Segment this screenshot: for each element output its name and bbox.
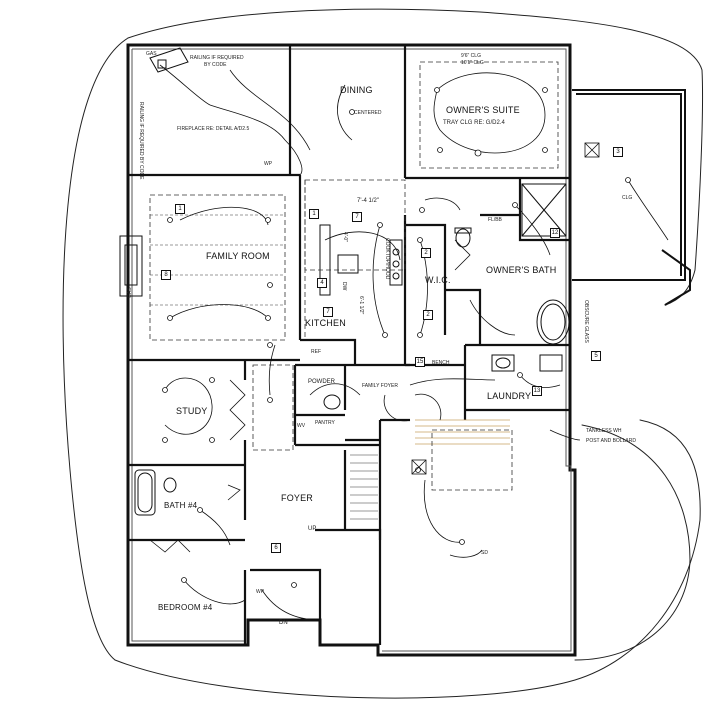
note-ref: REF <box>311 349 321 355</box>
fireplace <box>119 235 143 297</box>
fixture-tag: 2 <box>423 310 433 320</box>
room-label-bath4: BATH #4 <box>164 501 198 510</box>
room-label-owners-bath: OWNER'S BATH <box>486 265 557 275</box>
note-sd: SD <box>481 550 488 556</box>
note-tankless: TANKLESS WH <box>586 428 622 434</box>
note-by-code: BY CODE <box>204 62 227 68</box>
room-label-wic: W.I.C. <box>425 275 451 285</box>
note-centered: CENTERED <box>354 110 382 116</box>
room-label-laundry: LAUNDRY <box>487 391 532 401</box>
note-bench: BENCH <box>432 360 450 366</box>
note-gas-top: GAS <box>146 51 157 57</box>
room-label-pantry: PANTRY <box>315 420 335 426</box>
fixture-tag: 3 <box>613 147 623 157</box>
note-fireplace: FIREPLACE RE: DETAIL A/D2.5 <box>177 126 250 132</box>
note-obscure-glass: OBSCURE GLASS <box>583 300 589 343</box>
room-label-study: STUDY <box>176 406 208 416</box>
fixture-tag: 15 <box>415 357 425 367</box>
fixture-tag: 5 <box>591 351 601 361</box>
room-label-foyer: FOYER <box>281 493 314 503</box>
fixture-tag: 1 <box>309 209 319 219</box>
note-cooktop: COOKTOP/HOOD <box>384 238 390 280</box>
note-railing: RAILING IF REQUIRED <box>190 55 244 61</box>
note-clg-96: 9'6" CLG <box>461 53 481 59</box>
note-clg-101: 10'1" CLG <box>461 60 484 66</box>
stair-treads <box>415 419 510 445</box>
note-flbb: FL/BB <box>488 217 502 223</box>
room-label-family-foyer: FAMILY FOYER <box>362 383 398 389</box>
note-dn: DN <box>279 620 288 626</box>
note-up: UP <box>308 526 317 532</box>
note-wp-bottom: WP <box>256 589 265 595</box>
fixture-tag: 8 <box>161 270 171 280</box>
note-wv: WV <box>297 423 306 429</box>
note-clg: CLG <box>622 195 633 201</box>
electrical-wrap-curve-bottom <box>114 419 701 699</box>
note-railing-side: RAILING IF REQUIRED BY CODE <box>138 102 144 180</box>
note-gas-side: GAS <box>127 287 133 298</box>
room-label-kitchen: KITCHEN <box>305 318 346 328</box>
room-label-dining: DINING <box>340 85 373 95</box>
note-wp-top: WP <box>264 161 273 167</box>
fixture-tag: 2 <box>421 248 431 258</box>
fixture-tag: 12 <box>550 228 560 238</box>
fixture-tag: 6 <box>271 543 281 553</box>
electrical-wrap-curve-right <box>574 424 691 661</box>
fixture-tag: 7 <box>323 307 333 317</box>
note-dim-40: 4'-0" <box>342 232 348 242</box>
note-dw: DW <box>341 282 347 291</box>
note-dim-74: 7'-4 1/2" <box>357 198 379 204</box>
fixture-tag: 4 <box>317 278 327 288</box>
exterior-wall <box>126 43 577 657</box>
electrical-wrap-curve-left <box>62 37 129 661</box>
room-label-family-room: FAMILY ROOM <box>206 251 270 261</box>
note-dim-612: 6'-1 1/2" <box>358 296 364 315</box>
fixture-tag: 7 <box>352 212 362 222</box>
electrical-wrap-curve <box>127 8 704 306</box>
room-label-bedroom4: BEDROOM #4 <box>158 603 213 612</box>
fixture-tag: 1 <box>175 204 185 214</box>
fixture-tag: 13 <box>532 386 542 396</box>
room-label-owners-suite: OWNER'S SUITE <box>446 105 520 115</box>
note-post-bollard: POST AND BOLLARD <box>586 438 636 444</box>
garage-wall <box>572 89 686 281</box>
room-label-powder: POWDER <box>308 379 335 385</box>
note-tray-clg: TRAY CLG RE: G/D2.4 <box>443 120 505 126</box>
